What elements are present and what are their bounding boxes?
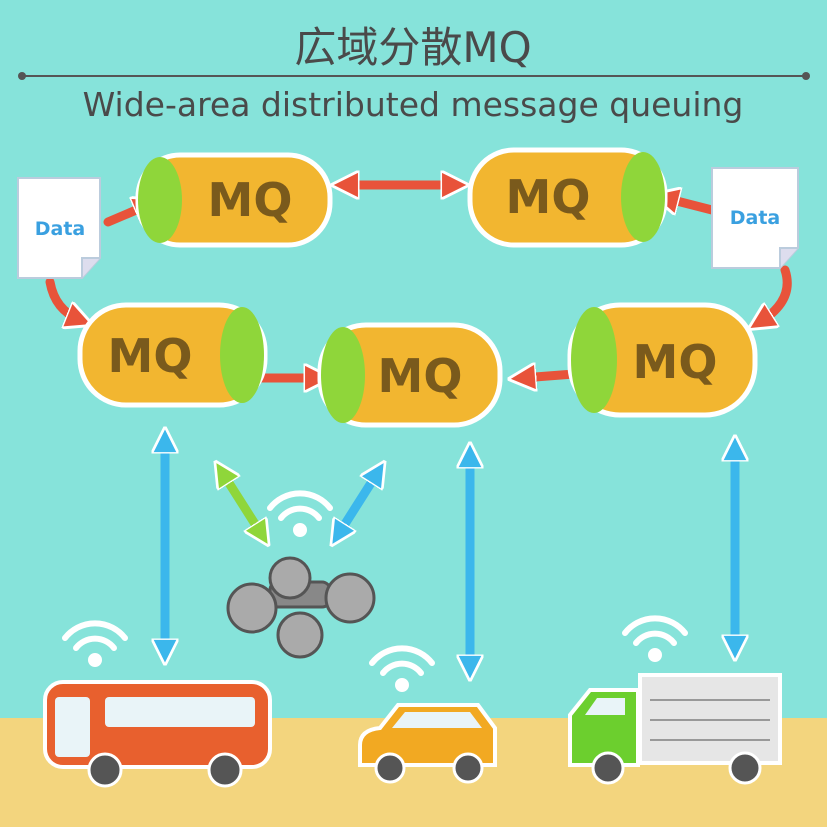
data-doc-right: Data <box>711 167 799 269</box>
svg-text:MQ: MQ <box>208 173 293 227</box>
truck-icon <box>568 673 782 785</box>
arrow-data-to-mq-top-right <box>665 198 717 210</box>
svg-text:MQ: MQ <box>108 329 193 383</box>
svg-text:Data: Data <box>35 218 86 240</box>
car-icon <box>358 703 497 784</box>
wifi-icon-car <box>369 645 435 692</box>
arrow-data-to-mq-mid-left <box>45 277 80 320</box>
svg-text:MQ: MQ <box>378 349 463 403</box>
wifi-icon-drone <box>267 490 333 537</box>
mq-mid-right: MQ <box>567 302 758 418</box>
wifi-icon-truck <box>622 615 688 662</box>
title-japanese: 広域分散MQ <box>294 23 531 72</box>
arrow-drone-mq-center <box>338 472 378 535</box>
bus-icon <box>43 680 272 788</box>
red-arrows <box>45 185 792 378</box>
svg-text:MQ: MQ <box>633 335 718 389</box>
wifi-icons <box>62 490 688 692</box>
drone-icon <box>226 556 376 659</box>
arrow-drone-mq-left <box>222 472 262 535</box>
wireless-arrows <box>165 440 735 668</box>
wifi-icon-bus <box>62 620 128 667</box>
mq-top-left: MQ <box>135 152 333 248</box>
svg-text:MQ: MQ <box>506 170 591 224</box>
data-doc-left: Data <box>17 177 101 279</box>
arrow-data-to-mq-mid-right <box>760 265 792 322</box>
mq-top-right: MQ <box>467 147 668 248</box>
title-divider <box>18 72 810 80</box>
svg-text:Data: Data <box>730 207 781 229</box>
title-english: Wide-area distributed message queuing <box>83 85 744 124</box>
mq-mid-center: MQ <box>317 322 503 428</box>
mq-mid-left: MQ <box>77 302 268 408</box>
